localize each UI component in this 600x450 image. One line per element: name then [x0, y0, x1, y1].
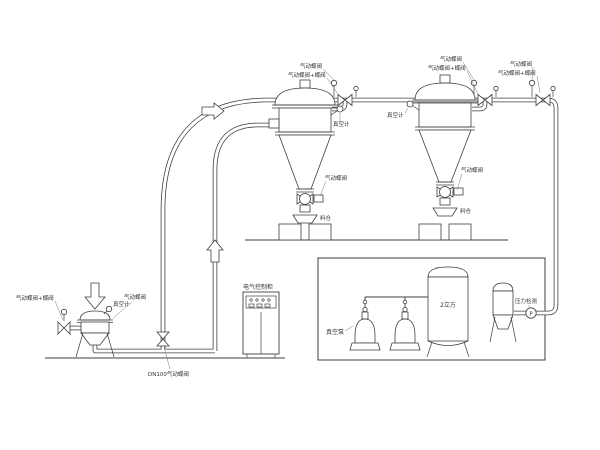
upper-body — [278, 107, 332, 133]
label-rightline-valve-combo: 气动蝶阀+蝶阀 — [498, 69, 536, 77]
flow-arrow-down-icon — [84, 282, 106, 310]
label-dn100-valve: DN100气动蝶阀 — [148, 370, 189, 378]
feeder-body — [80, 321, 110, 334]
label-pressure-check: 压力检测 — [515, 297, 538, 305]
silo-inlet-funnel — [432, 207, 458, 217]
label-unit2-valve-top: 气动蝶阀 — [440, 55, 462, 63]
valve-actuator-icon — [453, 187, 464, 196]
label-unit2-discharge-valve: 气动蝶阀 — [461, 166, 483, 174]
vacuum-gauge-icon — [105, 305, 113, 313]
flow-arrow-right-icon — [201, 102, 225, 120]
valve-actuator-icon — [528, 79, 536, 87]
cone-section — [278, 134, 332, 190]
feeder-inlet-valve — [57, 308, 71, 335]
silo-pedestal — [418, 223, 442, 241]
inline-filter — [489, 282, 517, 343]
upper-body — [418, 102, 472, 128]
label-unit2-silo: 料仓 — [460, 207, 472, 215]
label-feeder-valve-top: 气动蝶阀 — [124, 293, 146, 301]
filter-leg — [489, 316, 496, 343]
cyclone-receiver-1 — [268, 79, 344, 241]
label-unit1-discharge-valve: 气动蝶阀 — [325, 174, 347, 182]
tank-leg — [463, 341, 470, 358]
cabinet-indicator-lights — [249, 298, 271, 302]
feeder-cone — [80, 332, 110, 346]
label-unit2-valve-combo: 气动蝶阀+蝶阀 — [428, 64, 466, 72]
control-cabinet — [242, 291, 280, 358]
label-unit1-valve-combo: 气动蝶阀+蝶阀 — [288, 71, 326, 79]
label-unit2-vacuum-gauge: 真空计 — [387, 111, 404, 119]
lid-flange — [272, 104, 338, 109]
top-fitting — [299, 79, 311, 89]
vacuum-gauge-icon — [336, 105, 344, 113]
label-feeder-vacuum-gauge: 真空计 — [113, 300, 130, 308]
cabinet-switches — [248, 303, 271, 308]
valve-actuator-icon — [313, 194, 324, 203]
label-unit1-valve-top: 气动蝶阀 — [300, 62, 322, 70]
dn100-butterfly-valve — [156, 331, 170, 347]
silo-pedestal — [278, 223, 302, 241]
pump-manifold-piping — [362, 267, 438, 307]
pressure-gauge-letter: P — [529, 312, 533, 318]
valve-cluster-right-line — [528, 79, 556, 107]
discharge-stub — [299, 204, 311, 213]
label-vacuum-pump: 真空泵 — [326, 328, 344, 336]
valve-cluster-unit2 — [470, 79, 499, 107]
label-unit1-vacuum-gauge: 真空计 — [333, 120, 350, 128]
pressure-gauge: P — [525, 307, 537, 319]
vacuum-pump-2 — [389, 306, 421, 351]
body-flange — [275, 131, 335, 136]
feeder-leg — [75, 332, 84, 358]
flow-arrow-up-icon — [206, 239, 224, 263]
feeding-station — [57, 305, 115, 358]
discharge-butterfly-valve — [436, 186, 464, 198]
label-tank-volume: 2立方 — [440, 301, 456, 309]
top-fitting — [439, 74, 451, 84]
flow-arrows — [84, 102, 225, 310]
silo-inlet-funnel — [292, 214, 318, 224]
dome-lid — [414, 82, 476, 101]
discharge-stub — [439, 197, 451, 206]
label-unit1-silo: 料仓 — [320, 214, 332, 222]
valve-actuator-icon — [60, 308, 68, 316]
dome-lid — [274, 87, 336, 106]
inlet-nozzle — [268, 118, 280, 129]
cyclone-receiver-2 — [406, 74, 478, 241]
diagram-labels: 气动蝶阀 气动蝶阀+蝶阀 真空计 气动蝶阀 料仓 气动蝶阀 气动蝶阀+蝶阀 真空… — [16, 55, 538, 378]
feeder-dome — [79, 310, 111, 321]
cone-section — [418, 129, 472, 183]
vacuum-tank — [426, 266, 470, 358]
discharge-butterfly-valve — [296, 193, 324, 205]
label-feeder-valve-combo: 气动蝶阀+蝶阀 — [16, 294, 54, 302]
vacuum-gauge-icon — [406, 100, 414, 108]
filter-leg — [510, 316, 517, 343]
label-rightline-valve-top: 气动蝶阀 — [510, 60, 532, 68]
body-flange — [415, 126, 475, 131]
cabinet-panel — [245, 295, 277, 309]
leader-lines — [54, 61, 541, 370]
feeder-leg — [106, 332, 115, 358]
pump-room-equipment: P — [349, 266, 537, 358]
vacuum-pump-1 — [349, 306, 381, 351]
label-control-cabinet: 电气控制柜 — [243, 283, 273, 291]
pump-room-outline — [317, 257, 546, 361]
silo-pedestal — [448, 223, 472, 241]
tank-leg — [426, 341, 433, 358]
valve-actuator-icon — [330, 79, 338, 87]
silo-pedestal — [308, 223, 332, 241]
